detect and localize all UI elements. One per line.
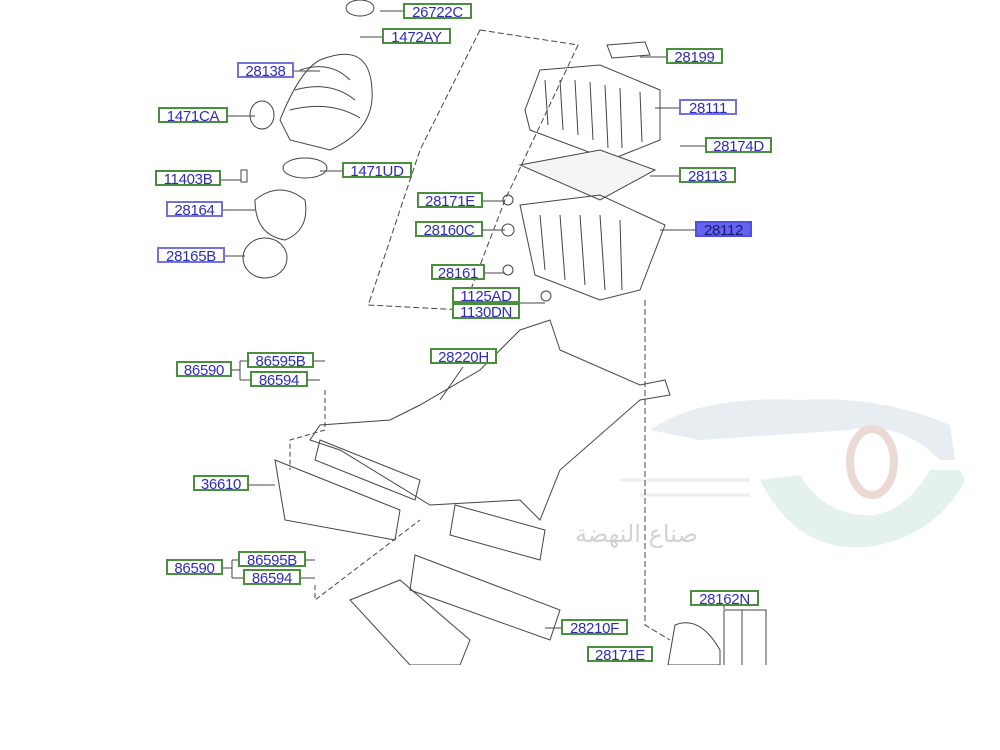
part-label-28199[interactable]: 28199 bbox=[666, 48, 723, 66]
part-label-28112-highlighted[interactable]: 28112 bbox=[695, 221, 752, 239]
part-label-1472AY[interactable]: 1472AY bbox=[382, 28, 451, 46]
part-label-28161[interactable]: 28161 bbox=[431, 264, 485, 282]
part-label-1471UD[interactable]: 1471UD bbox=[342, 162, 412, 180]
part-label-36610[interactable]: 36610 bbox=[193, 475, 249, 493]
watermark-text: صناع النهضة bbox=[575, 520, 698, 548]
part-label-86595B-lower[interactable]: 86595B bbox=[238, 551, 306, 569]
part-label-11403B[interactable]: 11403B bbox=[155, 170, 221, 188]
part-label-28162N[interactable]: 28162N bbox=[690, 590, 759, 608]
part-label-28164[interactable]: 28164 bbox=[166, 201, 223, 219]
part-label-86595B[interactable]: 86595B bbox=[247, 352, 314, 370]
part-label-1471CA[interactable]: 1471CA bbox=[158, 107, 228, 125]
part-label-26722C[interactable]: 26722C bbox=[403, 3, 472, 21]
part-label-1130DN[interactable]: 1130DN bbox=[452, 303, 520, 321]
part-label-86594-lower[interactable]: 86594 bbox=[243, 569, 301, 587]
part-label-86594[interactable]: 86594 bbox=[250, 371, 308, 389]
part-label-1125AD[interactable]: 1125AD bbox=[452, 287, 520, 305]
part-label-28174D[interactable]: 28174D bbox=[705, 137, 772, 155]
part-label-28171E[interactable]: 28171E bbox=[417, 192, 483, 210]
watermark-logo bbox=[620, 399, 965, 548]
part-label-28165B[interactable]: 28165B bbox=[157, 247, 225, 265]
drawing-area: صناع النهضة 26722C 1472AY 28138 1471CA 1… bbox=[155, 0, 965, 665]
part-label-28220H[interactable]: 28220H bbox=[430, 348, 497, 366]
part-label-28171E-lower[interactable]: 28171E bbox=[587, 646, 653, 664]
parts-illustration bbox=[220, 0, 965, 665]
part-label-28111[interactable]: 28111 bbox=[679, 99, 737, 117]
part-label-28210F[interactable]: 28210F bbox=[561, 619, 628, 637]
part-label-86590-lower[interactable]: 86590 bbox=[166, 559, 223, 577]
part-label-28113[interactable]: 28113 bbox=[679, 167, 736, 185]
part-label-28138[interactable]: 28138 bbox=[237, 62, 294, 80]
part-label-86590[interactable]: 86590 bbox=[176, 361, 232, 379]
part-label-28160C[interactable]: 28160C bbox=[415, 221, 483, 239]
